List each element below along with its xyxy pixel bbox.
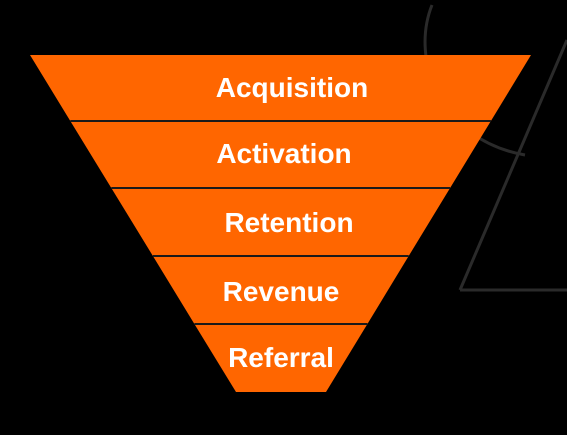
stage-label-acquisition: Acquisition bbox=[216, 72, 368, 103]
funnel-separators bbox=[70, 120, 491, 325]
funnel-labels: Acquisition Activation Retention Revenue… bbox=[216, 72, 368, 373]
funnel-stage-acquisition bbox=[30, 55, 531, 121]
watermark-triangle bbox=[458, 39, 567, 292]
funnel-stage-revenue bbox=[152, 256, 409, 324]
funnel-stage-activation bbox=[70, 121, 491, 188]
funnel-stage-retention bbox=[111, 188, 451, 256]
funnel-stage-referral bbox=[194, 324, 368, 392]
stage-label-revenue: Revenue bbox=[223, 276, 340, 307]
stage-label-retention: Retention bbox=[224, 207, 353, 238]
funnel-stages bbox=[30, 55, 531, 392]
stage-label-activation: Activation bbox=[216, 138, 351, 169]
stage-label-referral: Referral bbox=[228, 342, 334, 373]
